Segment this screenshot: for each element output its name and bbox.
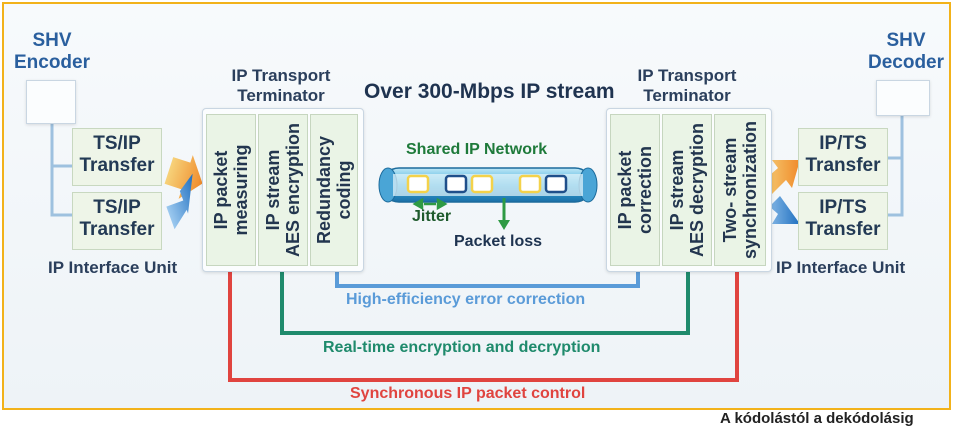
- function-aes-decryption: IP stream AES decryption: [662, 114, 712, 266]
- function-two-stream-sync: Two- stream synchronization: [714, 114, 766, 266]
- jitter-label: Jitter: [412, 208, 452, 225]
- ip-packets: [406, 174, 568, 194]
- function-label: IP stream AES decryption: [667, 122, 707, 258]
- packet-loss-arrow: [498, 198, 510, 230]
- caption: A kódolástól a dekódolásig: [720, 410, 914, 427]
- link-label-sync: Synchronous IP packet control: [350, 385, 586, 402]
- jitter-arrows: [412, 197, 448, 211]
- ts-ip-transfer-1: TS/IP Transfer: [72, 128, 162, 186]
- function-aes-encryption: IP stream AES encryption: [258, 114, 308, 266]
- encoder-label: SHV Encoder: [13, 30, 91, 73]
- encoder-device: [26, 80, 76, 124]
- arrow-orange-left: [164, 155, 203, 199]
- function-label: IP packet measuring: [211, 144, 251, 236]
- encoder-lines: [50, 105, 904, 217]
- function-label: IP packet correction: [615, 145, 655, 235]
- ts-ip-transfer-2: TS/IP Transfer: [72, 192, 162, 250]
- function-label: Two- stream synchronization: [720, 120, 760, 260]
- left-interface-label: IP Interface Unit: [48, 258, 178, 277]
- link-label-error-correction: High-efficiency error correction: [346, 291, 586, 308]
- link-label-encryption: Real-time encryption and decryption: [323, 339, 601, 356]
- function-label: Redundancy coding: [314, 135, 354, 245]
- stream-title: Over 300-Mbps IP stream: [364, 80, 615, 103]
- packet-loss-label: Packet loss: [454, 233, 543, 250]
- decoder-label: SHV Decoder: [867, 30, 945, 73]
- link-lines: [228, 268, 739, 382]
- function-ip-packet-measuring: IP packet measuring: [206, 114, 256, 266]
- left-terminator-title: IP Transport Terminator: [231, 66, 331, 105]
- right-terminator-title: IP Transport Terminator: [637, 66, 737, 105]
- function-redundancy-coding: Redundancy coding: [310, 114, 358, 266]
- function-label: IP stream AES encryption: [263, 122, 303, 258]
- function-ip-packet-correction: IP packet correction: [610, 114, 660, 266]
- ip-ts-transfer-1: IP/TS Transfer: [798, 128, 888, 186]
- shared-network-label: Shared IP Network: [406, 141, 548, 158]
- arrow-blue-left: [166, 173, 193, 230]
- decoder-device: [876, 80, 930, 116]
- arrow-blue-right: [762, 190, 800, 224]
- right-interface-label: IP Interface Unit: [776, 258, 906, 277]
- ip-ts-transfer-2: IP/TS Transfer: [798, 192, 888, 250]
